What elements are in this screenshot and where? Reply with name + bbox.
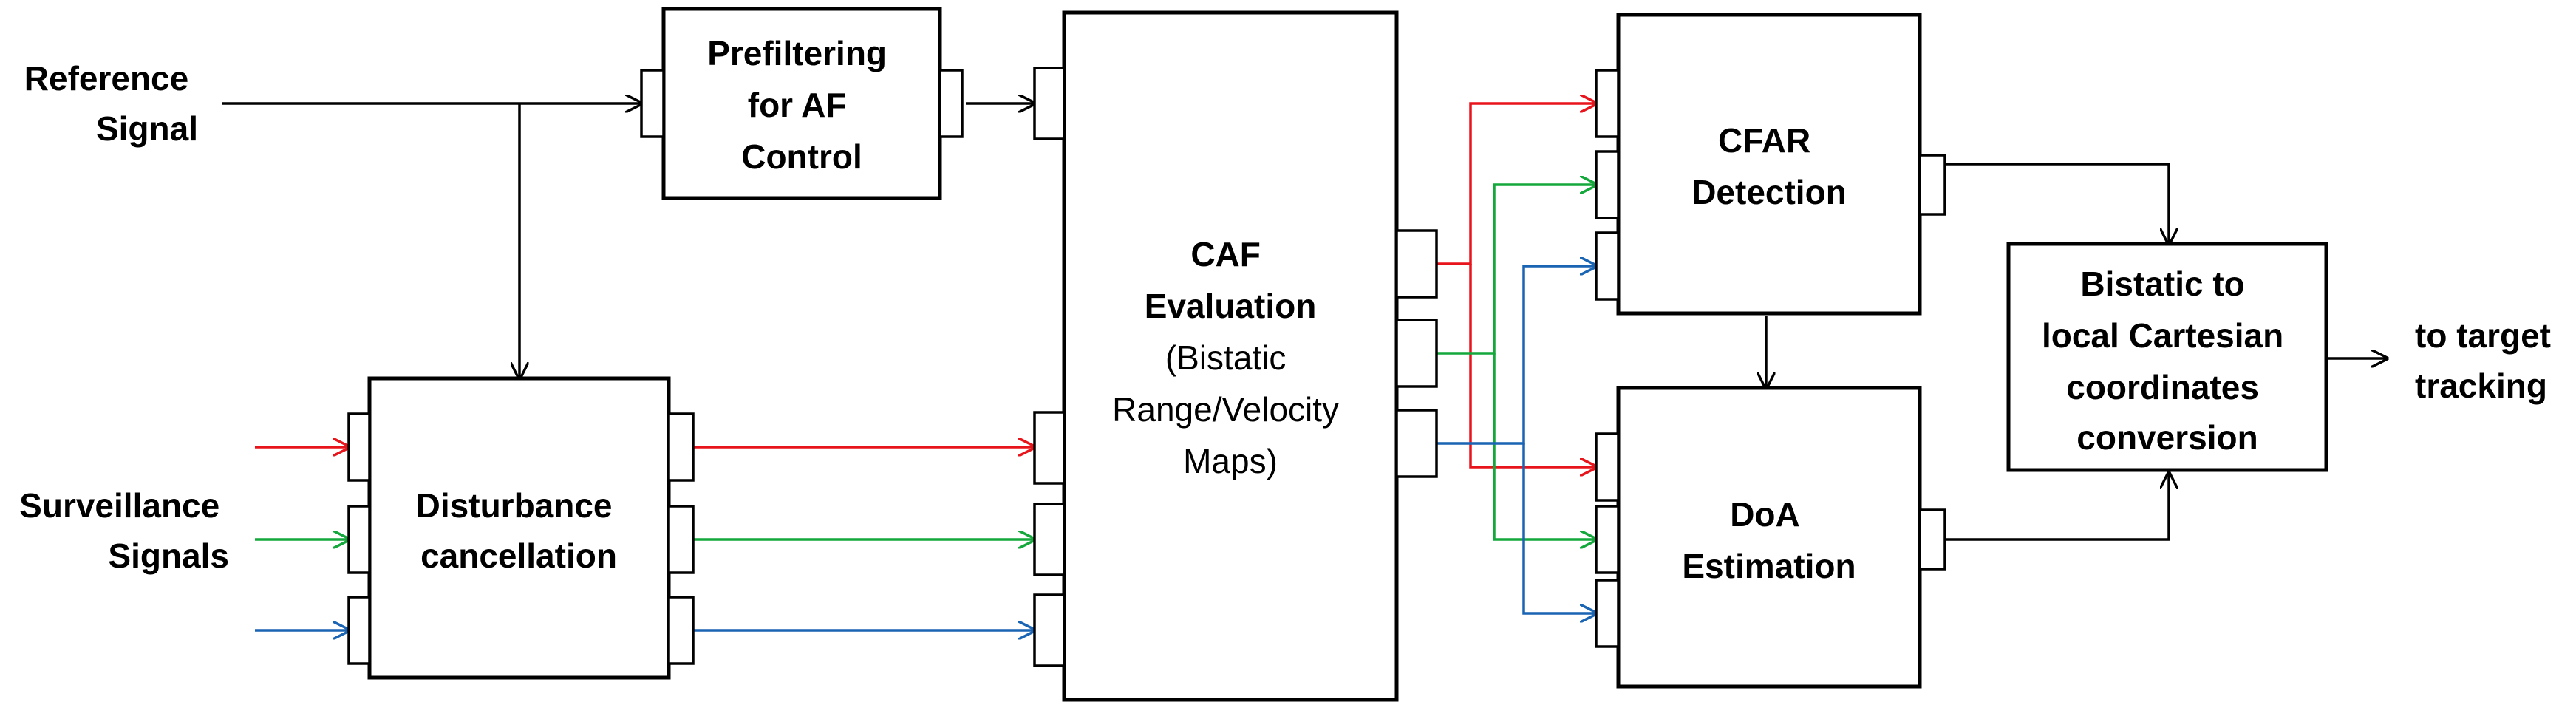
doa-input-port-blue <box>1595 579 1620 648</box>
doa-estimation-block <box>1616 386 1922 689</box>
caf-output-port-green <box>1395 319 1438 388</box>
doa-estimation-label: DoA Estimation <box>1682 495 1856 585</box>
caf-blue-to-cfar <box>1437 266 1596 445</box>
prefiltering-block <box>661 7 942 200</box>
caf-evaluation-title: CAF Evaluation <box>1145 235 1317 325</box>
doa-input-port-green <box>1595 505 1620 574</box>
caf-output-port-blue <box>1395 409 1438 478</box>
cfar-input-port-blue <box>1595 231 1620 301</box>
disturbance-cancellation-block <box>367 376 671 680</box>
prefilter-input-port <box>640 69 665 138</box>
caf-input-port-red <box>1033 411 1066 485</box>
output-label: to target tracking <box>2415 316 2560 405</box>
caf-input-port-reference <box>1033 67 1066 140</box>
bistatic-conversion-label: Bistatic to local Cartesian coordinates … <box>2042 265 2293 457</box>
caf-green-to-doa <box>1493 353 1596 539</box>
caf-input-port-blue <box>1033 593 1066 667</box>
doa-output-port <box>1918 508 1946 571</box>
caf-evaluation-block <box>1062 10 1399 702</box>
disturbance-input-port-green <box>347 505 371 574</box>
caf-output-port-red <box>1395 229 1438 299</box>
disturbance-input-port-blue <box>347 596 371 665</box>
disturbance-input-port-red <box>347 412 371 482</box>
cfar-detection-label: CFAR Detection <box>1691 121 1847 211</box>
cfar-output-port <box>1918 154 1946 216</box>
disturbance-cancellation-label: Disturbance cancellation <box>416 486 622 575</box>
caf-input-port-green <box>1033 503 1066 576</box>
disturbance-output-port-red <box>667 412 695 482</box>
reference-signal-label: Reference Signal <box>24 59 198 148</box>
prefilter-output-port <box>938 69 964 138</box>
surveillance-signals-label: Surveillance Signals <box>19 486 229 575</box>
doa-input-port-red <box>1595 432 1620 502</box>
cfar-to-bistatic-line <box>1945 163 2169 244</box>
cfar-input-port-green <box>1595 150 1620 219</box>
caf-red-to-cfar <box>1437 103 1596 265</box>
caf-evaluation-subtitle: (Bistatic Range/Velocity Maps) <box>1112 338 1349 480</box>
prefiltering-label: Prefiltering for AF Control <box>707 34 896 176</box>
disturbance-output-port-green <box>667 505 695 574</box>
doa-to-bistatic-line <box>1945 473 2169 541</box>
cfar-detection-block <box>1616 13 1922 316</box>
caf-green-to-cfar <box>1437 185 1596 355</box>
bistatic-conversion-block <box>2006 242 2328 472</box>
cfar-input-port-red <box>1595 69 1620 138</box>
caf-blue-to-doa <box>1522 443 1596 613</box>
caf-red-to-doa <box>1469 264 1596 467</box>
disturbance-output-port-blue <box>667 596 695 665</box>
